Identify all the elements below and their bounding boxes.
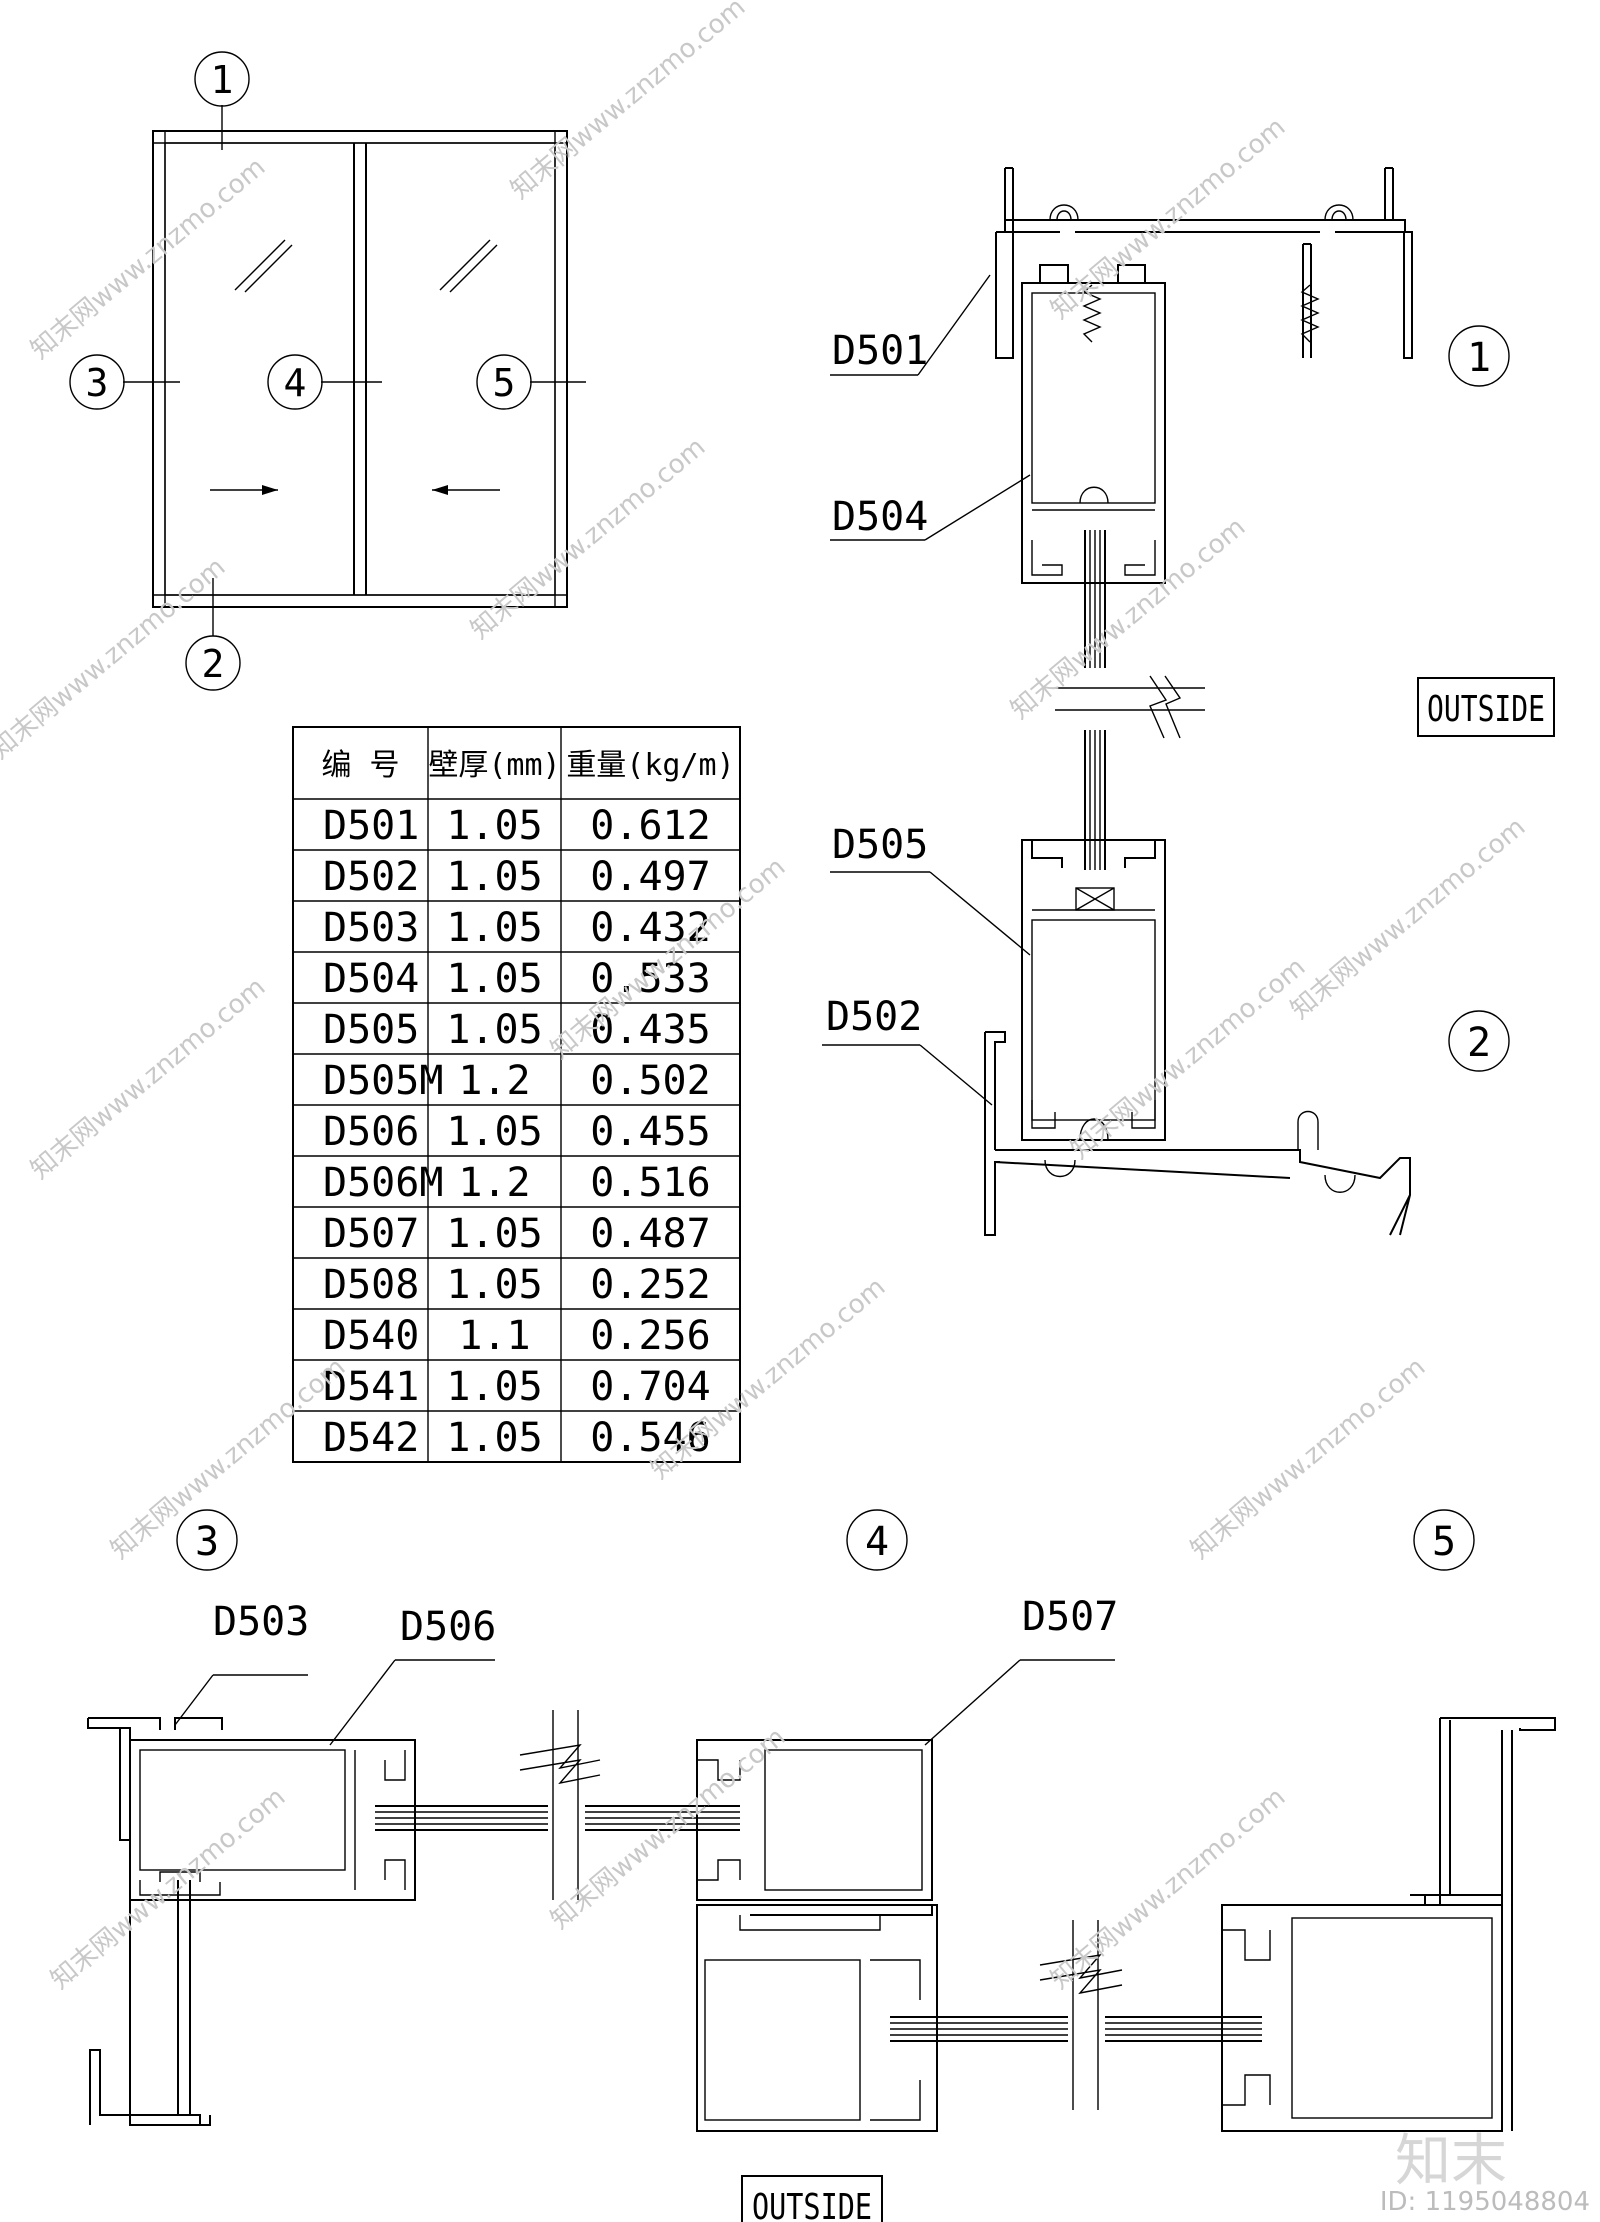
label-d506: D506 [400, 1604, 496, 1650]
table-cell: 0.612 [590, 803, 710, 849]
table-cell: D503 [323, 905, 419, 951]
table-cell: D541 [323, 1364, 419, 1410]
callout-circle-4 [267, 354, 323, 410]
table-cell: 0.252 [590, 1262, 710, 1308]
outside-label-top: OUTSIDE [1427, 689, 1545, 730]
outside-label-bottom: OUTSIDE [752, 2187, 872, 2222]
table-cell: 0.256 [590, 1313, 710, 1359]
callout-5: 5 [493, 361, 516, 405]
callout-3: 3 [86, 361, 109, 405]
watermark-text: 知末网www.znzmo.com [25, 972, 271, 1185]
table-cell: 1.05 [446, 905, 542, 951]
table-header: 壁厚(mm) [428, 748, 560, 783]
table-cell: 0.546 [590, 1415, 710, 1461]
watermark-text: 知末网www.znzmo.com [105, 1352, 351, 1565]
watermark-layer: 知末网www.znzmo.com知末网www.znzmo.com知末网www.z… [0, 0, 1531, 1995]
table-cell: D542 [323, 1415, 419, 1461]
callout-circle-2 [185, 635, 241, 691]
callout-circle-5 [476, 354, 532, 410]
table-cell: 0.533 [590, 956, 710, 1002]
label-d505: D505 [832, 822, 928, 868]
section-callout-circle-1 [1448, 325, 1510, 387]
watermark-logo: 知末 [1395, 2129, 1507, 2194]
table-cell: 1.2 [458, 1058, 530, 1104]
table-cell: 1.05 [446, 1262, 542, 1308]
label-d504: D504 [832, 494, 928, 540]
section-callout-2: 2 [1467, 1020, 1491, 1066]
table-cell: D501 [323, 803, 419, 849]
callout-4: 4 [284, 361, 307, 405]
table-cell: 1.05 [446, 854, 542, 900]
table-cell: D505M [323, 1058, 443, 1104]
watermark-text: 知末网www.znzmo.com [1045, 1782, 1291, 1995]
table-cell: 0.516 [590, 1160, 710, 1206]
bottom-callout-circle-4 [846, 1509, 908, 1571]
label-d501: D501 [832, 328, 928, 374]
watermark-text: 知末网www.znzmo.com [1185, 1352, 1431, 1565]
table-cell: D505 [323, 1007, 419, 1053]
arrow-right-icon [262, 485, 278, 495]
callout-2: 2 [202, 642, 225, 686]
label-d502: D502 [826, 994, 922, 1040]
section-callout-1: 1 [1467, 335, 1491, 381]
watermark-text: 知末网www.znzmo.com [1065, 952, 1311, 1165]
window-elevation: 1 2 3 4 5 [69, 51, 586, 691]
bottom-callout-circle-3 [176, 1509, 238, 1571]
table-border [292, 726, 741, 1463]
table-cell: D506M [323, 1160, 443, 1206]
table-cell: 0.432 [590, 905, 710, 951]
table-header: 编 号 [321, 748, 399, 783]
table-cell: 1.05 [446, 803, 542, 849]
callout-1: 1 [211, 58, 234, 102]
table-cell: D506 [323, 1109, 419, 1155]
table-cell: 1.05 [446, 1364, 542, 1410]
glass-pane-vertical [1055, 530, 1205, 870]
bottom-callout-circle-5 [1413, 1509, 1475, 1571]
table-header: 重量(kg/m) [566, 748, 734, 783]
bottom-callout-4: 4 [865, 1519, 889, 1565]
table-cell: D508 [323, 1262, 419, 1308]
table-cell: D507 [323, 1211, 419, 1257]
watermark-text: 知末网www.znzmo.com [465, 432, 711, 645]
table-cell: 0.502 [590, 1058, 710, 1104]
horizontal-sections: 3 4 5 [87, 1509, 1556, 2222]
watermark-text: 知末网www.znzmo.com [1045, 112, 1291, 325]
label-d507: D507 [1022, 1594, 1118, 1640]
watermark-text: 知末网www.znzmo.com [1285, 812, 1531, 1025]
section-callout-circle-2 [1448, 1010, 1510, 1072]
label-d503: D503 [213, 1599, 309, 1645]
vertical-section: D501 D504 D505 D502 1 2 OUTSIDE [822, 167, 1555, 1236]
watermark-text: 知末网www.znzmo.com [25, 152, 271, 365]
table-cell: 1.2 [458, 1160, 530, 1206]
table-cell: 1.05 [446, 956, 542, 1002]
watermark-text: 知末网www.znzmo.com [505, 0, 751, 205]
table-cell: D504 [323, 956, 419, 1002]
watermark-text: 知末网www.znzmo.com [45, 1782, 291, 1995]
table-cell: 0.487 [590, 1211, 710, 1257]
table-cell: 1.05 [446, 1415, 542, 1461]
table-cell: 1.05 [446, 1211, 542, 1257]
callout-circle-1 [194, 51, 250, 107]
bottom-callout-5: 5 [1432, 1519, 1456, 1565]
table-cell: 0.455 [590, 1109, 710, 1155]
watermark-id: ID: 1195048804 [1380, 2187, 1590, 2217]
profile-spec-table: 编 号壁厚(mm)重量(kg/m) D501 1.05 0.612D502 1.05 0.… [292, 726, 741, 1463]
table-cell: 1.05 [446, 1007, 542, 1053]
table-cell: 1.1 [458, 1313, 530, 1359]
watermark-text: 知末网www.znzmo.com [545, 1722, 791, 1935]
watermark-text: 知末网www.znzmo.com [0, 552, 231, 765]
callout-circle-3 [69, 354, 125, 410]
table-cell: D540 [323, 1313, 419, 1359]
watermark-text: 知末网www.znzmo.com [1005, 512, 1251, 725]
arrow-left-icon [432, 485, 448, 495]
table-cell: 0.704 [590, 1364, 710, 1410]
table-cell: 1.05 [446, 1109, 542, 1155]
bottom-callout-3: 3 [195, 1519, 219, 1565]
table-cell: D502 [323, 854, 419, 900]
table-cell: 0.497 [590, 854, 710, 900]
table-cell: 0.435 [590, 1007, 710, 1053]
